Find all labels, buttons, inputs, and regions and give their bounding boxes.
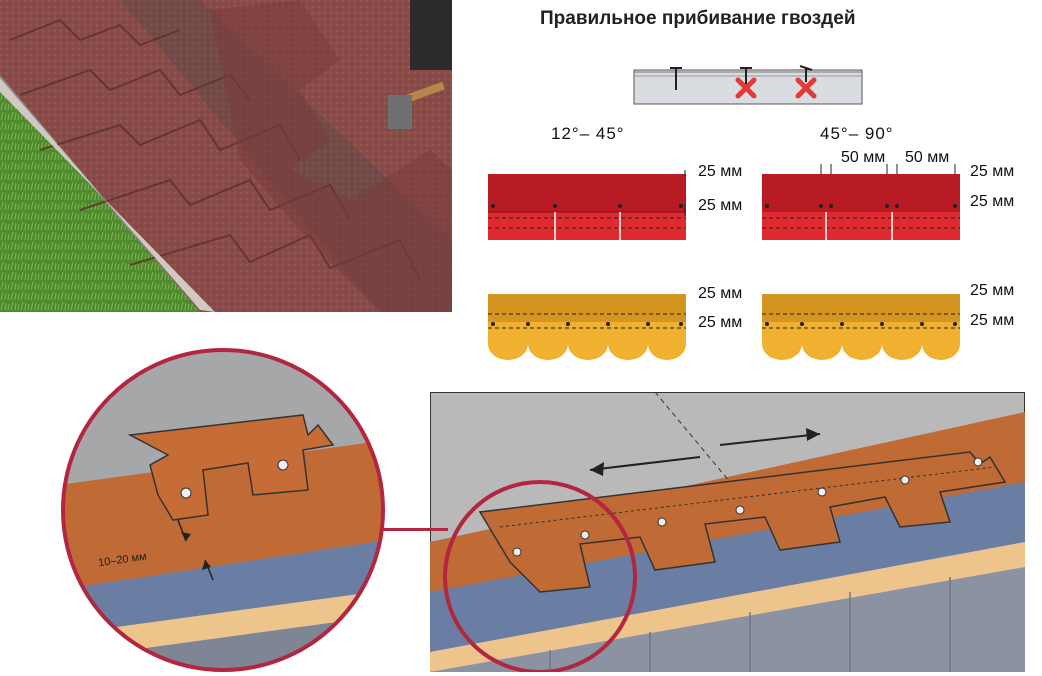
roof-photo (0, 0, 452, 312)
metal-drip-edge (430, 482, 1025, 652)
dim-25-label: 25 мм (698, 163, 743, 180)
yellow-shingle-low-slope (488, 294, 686, 360)
dim-25-label: 25 мм (698, 197, 743, 214)
yellow-shingle-high-slope (762, 294, 960, 360)
page-title: Правильное прибивание гвоздей (540, 8, 856, 29)
fascia-board (430, 542, 1025, 672)
detail-circle-marker (443, 480, 637, 672)
connector-line (330, 528, 448, 531)
dim-25-label: 25 мм (970, 312, 1015, 329)
angle-low-label: 12°– 45° (551, 124, 625, 143)
nailing-cross-section (633, 65, 863, 105)
installation-scene (430, 392, 1025, 672)
dim-50-label: 50 мм (905, 149, 950, 166)
dim-25-label: 25 мм (698, 314, 743, 331)
cross-icon (795, 77, 817, 99)
dim-25-label: 25 мм (970, 163, 1015, 180)
cross-icon (735, 77, 757, 99)
angle-high-label: 45°– 90° (820, 124, 894, 143)
arrow-left-icon (589, 456, 701, 476)
red-shingle-low-slope (488, 170, 686, 240)
red-shingle-high-slope (762, 164, 960, 240)
worker-shoe (410, 0, 452, 70)
arrow-right-icon (719, 428, 821, 446)
magnified-detail (61, 348, 385, 672)
shingle-strip (478, 451, 1007, 593)
dim-25-label: 25 мм (970, 193, 1015, 210)
nail-icon (799, 65, 813, 82)
dim-25-label: 25 мм (698, 285, 743, 302)
nail-icon (670, 67, 682, 90)
dim-50-label: 50 мм (841, 149, 886, 166)
hammer-head (388, 95, 412, 129)
dim-25-label: 25 мм (970, 282, 1015, 299)
